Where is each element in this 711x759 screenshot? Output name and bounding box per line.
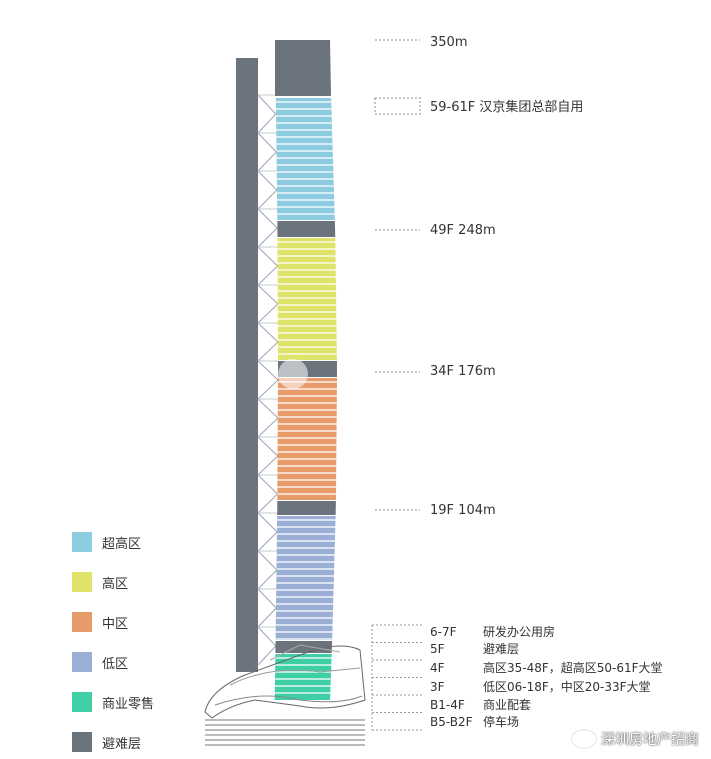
watermark-text: 深圳房地产招商 (601, 732, 699, 748)
leader-box (374, 97, 421, 115)
bracing-line (257, 246, 279, 286)
level-use: 汉京集团总部自用 (479, 100, 584, 115)
podium-curve (269, 644, 341, 661)
podium-use-label: 商业配套 (483, 698, 532, 712)
level-label-59-61f: 59-61F 汉京集团总部自用 (430, 100, 583, 116)
logo-watermark (278, 359, 308, 389)
bracing-line (257, 170, 278, 210)
bracing-line (257, 398, 279, 438)
bracing-line (257, 588, 277, 628)
podium-use-label: 低区06-18F，中区20-33F大堂 (483, 680, 651, 694)
bracing-line (257, 436, 279, 476)
level-floor: 19F (430, 503, 455, 518)
legend-item-retail: 商业零售 (72, 692, 154, 712)
refuge-floor (275, 641, 333, 653)
bracing-line (257, 322, 279, 362)
legend-label: 高区 (102, 576, 129, 592)
podium-use-label: 高区35-48F，超高区50-61F大堂 (483, 661, 663, 675)
legend-swatch (72, 652, 92, 672)
podium-floor-label: 6-7F (430, 625, 457, 639)
legend-swatch (72, 572, 92, 592)
zone-band (277, 378, 337, 500)
zone-band (277, 238, 337, 360)
level-height: 248m (458, 223, 496, 238)
legend-swatch (72, 532, 92, 552)
podium-use-label: 研发办公用房 (483, 625, 556, 639)
level-floor: 34F (430, 364, 455, 379)
legend-item-low-zone: 低区 (72, 652, 128, 672)
weibo-icon (572, 730, 596, 748)
podium-use-label: 避难层 (483, 642, 520, 656)
watermark: 深圳房地产招商 (572, 729, 699, 749)
bracing-line (257, 626, 277, 666)
podium-curve (214, 695, 363, 706)
bracing-line (257, 94, 277, 134)
level-label-34f: 34F 176m (430, 364, 496, 380)
podium-floor-label: 3F (430, 680, 445, 694)
level-leader-lines (371, 39, 422, 731)
legend-label: 避难层 (102, 736, 142, 752)
level-floor: 59-61F (430, 100, 476, 115)
legend-label: 超高区 (102, 536, 142, 552)
bracing-line (257, 474, 279, 514)
legend-item-super-high-zone: 超高区 (72, 532, 141, 552)
bracing-line (257, 208, 278, 248)
legend-swatch (72, 692, 92, 712)
podium-floor-label: 4F (430, 661, 445, 675)
podium-floor-label: 5F (430, 642, 445, 656)
legend-label: 低区 (102, 656, 129, 672)
podium-floor-label: B5-B2F (430, 715, 473, 729)
podium-outline (204, 645, 366, 719)
bracing-line (257, 284, 279, 324)
level-floor: 49F (430, 223, 455, 238)
tower-body (204, 40, 366, 746)
core-column (236, 58, 258, 672)
level-label-350m: 350m (430, 35, 467, 51)
legend-item-refuge-floor: 避难层 (72, 732, 141, 752)
podium-use-label: 停车场 (483, 715, 520, 729)
bracing-line (257, 550, 278, 590)
zone-band (275, 98, 335, 220)
zone-band (275, 516, 336, 640)
refuge-floor (275, 40, 332, 96)
level-height: 350m (430, 35, 468, 50)
bracing-line (257, 132, 278, 172)
bracing-line (257, 360, 279, 400)
level-label-49f: 49F 248m (430, 223, 496, 239)
podium-curve (229, 667, 361, 686)
bracing-line (257, 512, 278, 552)
refuge-floor (277, 501, 336, 515)
podium-floor-label: B1-4F (430, 698, 465, 712)
legend-label: 商业零售 (102, 696, 155, 712)
legend-item-high-zone: 高区 (72, 572, 128, 592)
legend-item-mid-zone: 中区 (72, 612, 128, 632)
legend-swatch (72, 612, 92, 632)
legend-swatch (72, 732, 92, 752)
legend-label: 中区 (102, 616, 129, 632)
refuge-floor (277, 221, 336, 237)
level-height: 176m (458, 364, 496, 379)
level-label-19f: 19F 104m (430, 503, 496, 519)
level-height: 104m (458, 503, 496, 518)
